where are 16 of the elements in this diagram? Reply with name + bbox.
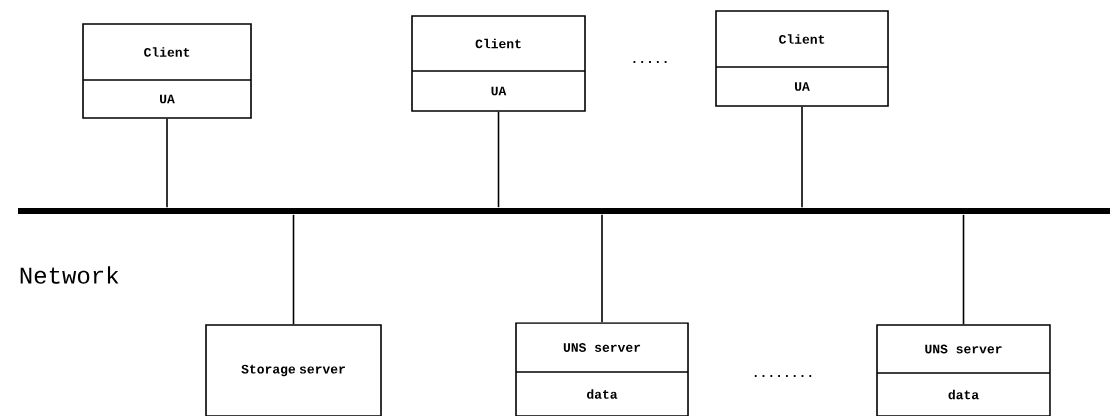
network-label: Network [20, 266, 119, 284]
client-box: Client UA [411, 15, 586, 112]
connector-line [801, 106, 803, 208]
client-box: Client UA [715, 10, 889, 107]
server-box: UNS server data [515, 322, 689, 416]
network-bus [18, 208, 1110, 214]
connector-line [497, 111, 500, 208]
ellipsis: ........ [754, 375, 812, 377]
server-box: Storage server [205, 324, 382, 416]
server-box: UNS server data [876, 324, 1051, 416]
connector-line [601, 214, 603, 323]
connector-line [292, 214, 295, 325]
connector-line [962, 214, 965, 325]
connector-line [166, 118, 168, 208]
client-box: Client UA [82, 23, 252, 119]
ellipsis: ..... [633, 61, 667, 63]
